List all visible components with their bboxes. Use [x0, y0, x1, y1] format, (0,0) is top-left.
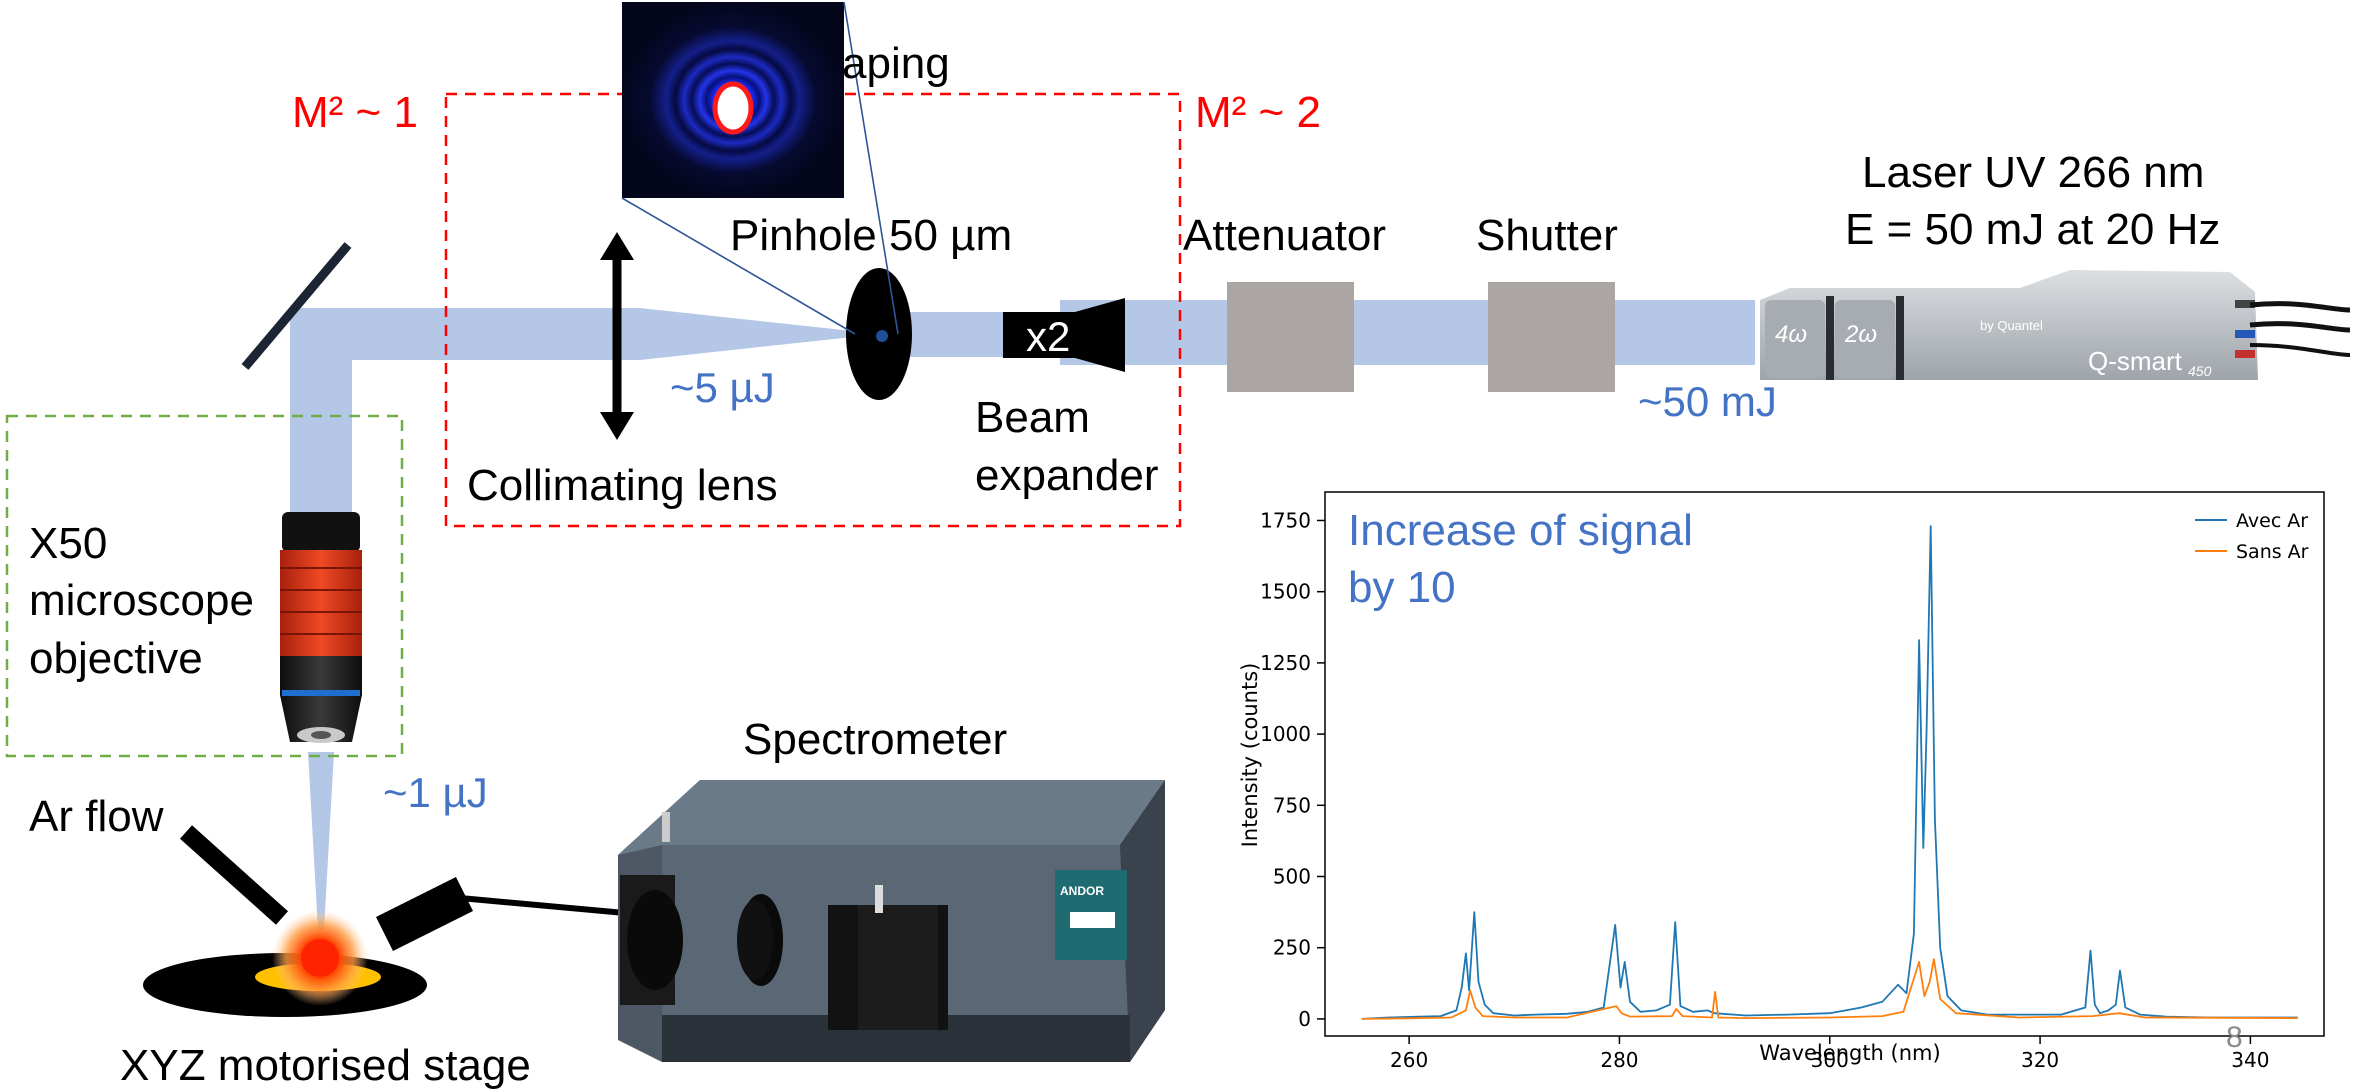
x-tick-label: 280	[1600, 1048, 1638, 1072]
chart-series-group	[1361, 525, 2298, 1020]
microscope-objective	[280, 512, 362, 743]
page-number: 8	[2226, 1021, 2243, 1054]
laser-brand: Q-smart	[2088, 346, 2183, 376]
laser-by-label: by Quantel	[1980, 318, 2043, 333]
chart-x-axis-label: Wavelength (nm)	[1759, 1041, 1940, 1065]
laser-model: 450	[2188, 363, 2212, 379]
collimating-lens	[600, 232, 634, 440]
chart-x-ticks: 260 280 300 320 340	[1390, 1036, 2269, 1072]
y-tick-label: 0	[1298, 1007, 1311, 1031]
beam-expander-label-line2: expander	[975, 451, 1158, 500]
collection-probe	[376, 877, 626, 951]
laser-2w-label: 2ω	[1844, 321, 1877, 348]
stage-label: XYZ motorised stage	[120, 1041, 531, 1089]
plasma	[301, 939, 339, 977]
spectrometer-brand: ANDOR	[1060, 884, 1104, 898]
shutter-box	[1488, 282, 1615, 392]
x-tick-label: 340	[2231, 1048, 2269, 1072]
chart-plot-area	[1324, 491, 2325, 1037]
attenuator-label: Attenuator	[1183, 211, 1386, 260]
chart-annotation-line2: by 10	[1348, 563, 1456, 612]
series-line-sans-ar	[1361, 958, 2298, 1020]
legend-label-sans-ar: Sans Ar	[2236, 541, 2309, 563]
chart-y-ticks: 0 250 500 750 1000 1250 1500 1750	[1260, 508, 1325, 1031]
objective-label-line2: microscope	[29, 576, 254, 625]
y-tick-label: 750	[1273, 793, 1311, 817]
beam-focus-down	[308, 752, 334, 930]
objective-label-line3: objective	[29, 634, 203, 683]
attenuator-box	[1227, 282, 1354, 392]
energy-50mj-label: ~50 mJ	[1638, 378, 1777, 425]
y-tick-label: 1500	[1260, 580, 1311, 604]
beam-expander	[1003, 298, 1125, 372]
x-tick-label: 300	[1811, 1048, 1849, 1072]
collimating-lens-label: Collimating lens	[467, 461, 778, 510]
mirror	[241, 242, 352, 370]
pinhole-label: Pinhole 50 µm	[730, 211, 1012, 260]
objective-label-line1: X50	[29, 519, 107, 568]
spectrometer-device: ANDOR	[618, 780, 1165, 1062]
ar-flow-label: Ar flow	[29, 792, 164, 841]
beam-focus-cone	[612, 308, 880, 360]
shaping-label: aping	[842, 39, 950, 88]
laser-title-line1: Laser UV 266 nm	[1862, 148, 2204, 197]
pinhole	[846, 268, 912, 400]
spectrum-chart: 0 250 500 750 1000 1250 1500 1750 260 280 300 320 3…	[1238, 491, 2325, 1072]
m2-right-label: M² ~ 2	[1195, 88, 1321, 137]
laser-4w-label: 4ω	[1775, 321, 1807, 348]
expander-x2-label: x2	[1026, 313, 1070, 360]
laser-beam	[290, 300, 1755, 930]
spectrometer-label: Spectrometer	[743, 715, 1007, 764]
objective-dashed-box	[5, 414, 404, 758]
laser-device: 4ω 2ω by Quantel Q-smart 450	[1760, 270, 2351, 380]
beam-expander-label-line1: Beam	[975, 393, 1090, 442]
laser-title-line2: E = 50 mJ at 20 Hz	[1845, 205, 2220, 254]
energy-5uj-label: ~5 µJ	[670, 364, 775, 411]
y-tick-label: 1750	[1260, 508, 1311, 532]
y-tick-label: 500	[1273, 865, 1311, 889]
x-tick-label: 260	[1390, 1048, 1428, 1072]
legend-label-avec-ar: Avec Ar	[2236, 510, 2308, 532]
zoom-line	[621, 197, 856, 335]
y-tick-label: 1250	[1260, 651, 1311, 675]
beam-expanded	[1120, 300, 1750, 365]
zoom-line	[843, 1, 899, 335]
y-tick-label: 250	[1273, 936, 1311, 960]
x-tick-label: 320	[2021, 1048, 2059, 1072]
shutter-label: Shutter	[1476, 211, 1618, 260]
m2-left-label: M² ~ 1	[292, 88, 418, 137]
energy-1uj-label: ~1 µJ	[383, 769, 488, 816]
y-tick-label: 1000	[1260, 722, 1311, 746]
chart-annotation-line1: Increase of signal	[1348, 506, 1693, 555]
series-line-avec-ar	[1361, 525, 2298, 1020]
chart-legend: Avec Ar Sans Ar	[2195, 510, 2309, 563]
beam-down-vertical	[290, 308, 352, 513]
airy-pattern-image	[622, 2, 844, 198]
chart-y-axis-label: Intensity (counts)	[1238, 663, 1262, 848]
ar-flow-nozzle	[179, 825, 289, 925]
